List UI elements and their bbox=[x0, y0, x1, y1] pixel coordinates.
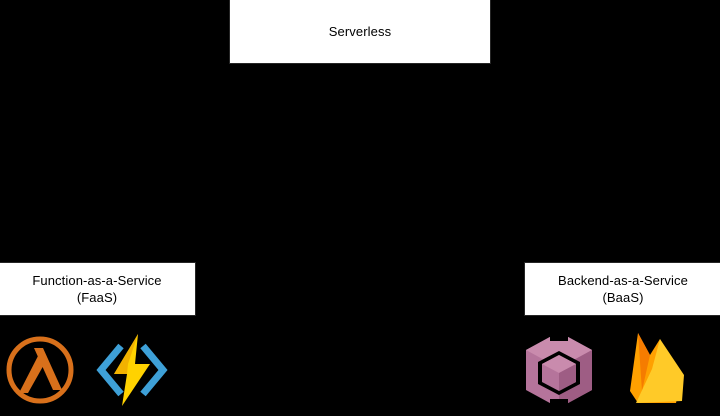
node-backend-as-a-service[interactable]: Backend-as-a-Service (BaaS) bbox=[524, 262, 720, 316]
aws-lambda-icon bbox=[4, 330, 76, 410]
node-function-as-a-service[interactable]: Function-as-a-Service (FaaS) bbox=[0, 262, 196, 316]
node-baas-label: Backend-as-a-Service (BaaS) bbox=[558, 273, 688, 305]
node-serverless-label: Serverless bbox=[328, 23, 392, 39]
baas-icon-row bbox=[520, 326, 696, 414]
node-serverless[interactable]: Serverless bbox=[229, 0, 491, 64]
azure-functions-icon bbox=[94, 330, 170, 410]
faas-icon-row bbox=[4, 326, 174, 414]
node-faas-label: Function-as-a-Service (FaaS) bbox=[32, 273, 162, 305]
firebase-icon bbox=[620, 329, 694, 411]
aws-amplify-cube-icon bbox=[520, 329, 598, 411]
